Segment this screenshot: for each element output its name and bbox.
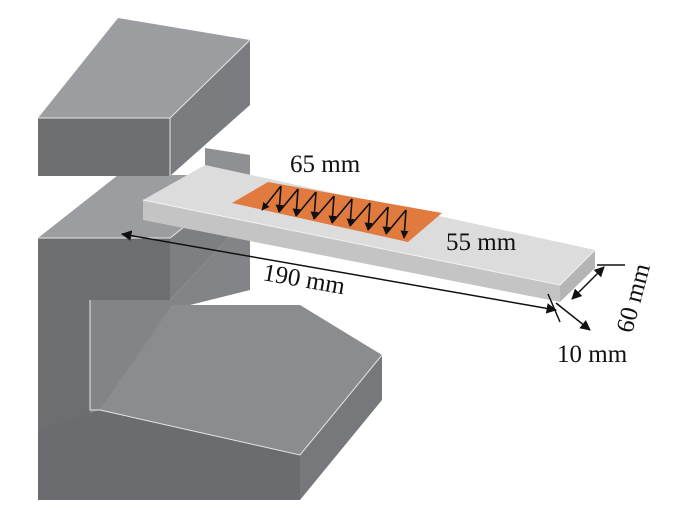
lower-clamp-base-side: [300, 355, 382, 500]
heater-length-label: 65 mm: [290, 151, 361, 178]
upper-clamp-front: [38, 118, 170, 176]
heater-position-label: 55 mm: [446, 229, 517, 256]
lower-clamp-edge: [89, 300, 100, 411]
upper-clamp-side: [170, 40, 250, 176]
upper-clamp: [38, 18, 251, 176]
beam-edge: [142, 199, 596, 286]
lower-clamp-base-top: [100, 305, 382, 455]
beam-length-label: 190 mm: [261, 259, 348, 300]
lower-clamp-edge: [99, 354, 383, 456]
heater-patch: [232, 182, 442, 242]
beam-length-dimension: [120, 230, 558, 314]
beam-thickness-dimension: [555, 302, 591, 331]
upper-clamp-top: [38, 18, 250, 118]
dimension-lines: [120, 230, 625, 331]
beam-thickness-label: 10 mm: [557, 341, 628, 368]
beam-length-tick: [547, 293, 561, 323]
lower-clamp-base-front: [38, 410, 300, 500]
beam-width-dimension: [571, 266, 605, 300]
serpentine-arrows: [261, 185, 409, 239]
beam-width-label: 60 mm: [612, 260, 656, 335]
